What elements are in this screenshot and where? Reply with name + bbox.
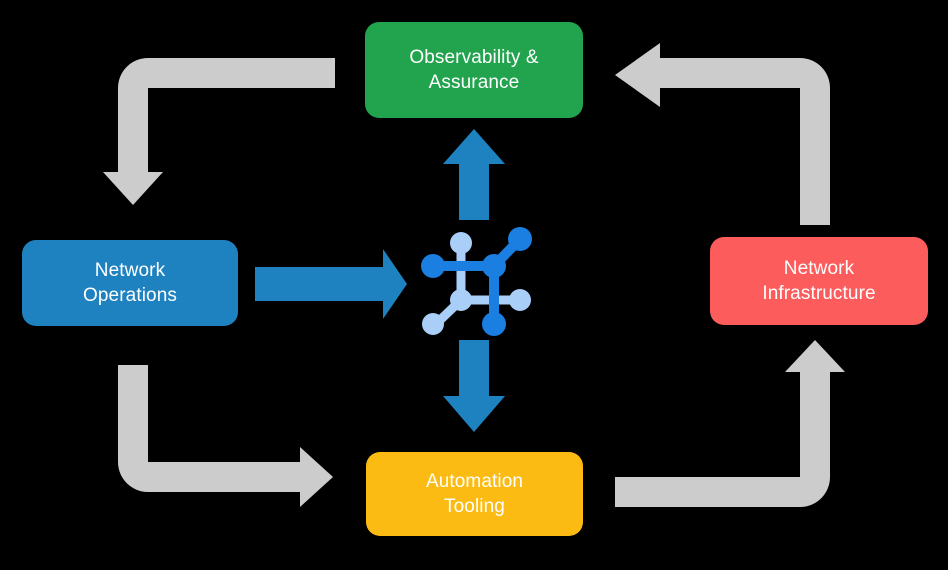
node-box-automation-tooling[interactable]: Automation Tooling	[366, 452, 583, 536]
arrow-center-to-automation	[443, 340, 505, 432]
network-icon-edges	[428, 234, 525, 329]
node-box-network-infrastructure[interactable]: Network Infrastructure	[710, 237, 928, 325]
arrow-operations-to-center	[255, 249, 407, 319]
node-box-network-operations[interactable]: Network Operations	[22, 240, 238, 326]
arrow-automation-to-infrastructure	[615, 340, 845, 507]
node-box-observability[interactable]: Observability & Assurance	[365, 22, 583, 118]
arrow-observability-to-operations	[103, 58, 335, 205]
network-icon-nodes	[421, 227, 532, 336]
arrow-infrastructure-to-observability	[615, 43, 830, 225]
arrow-operations-to-automation	[118, 365, 333, 507]
arrow-center-to-observability	[443, 129, 505, 220]
